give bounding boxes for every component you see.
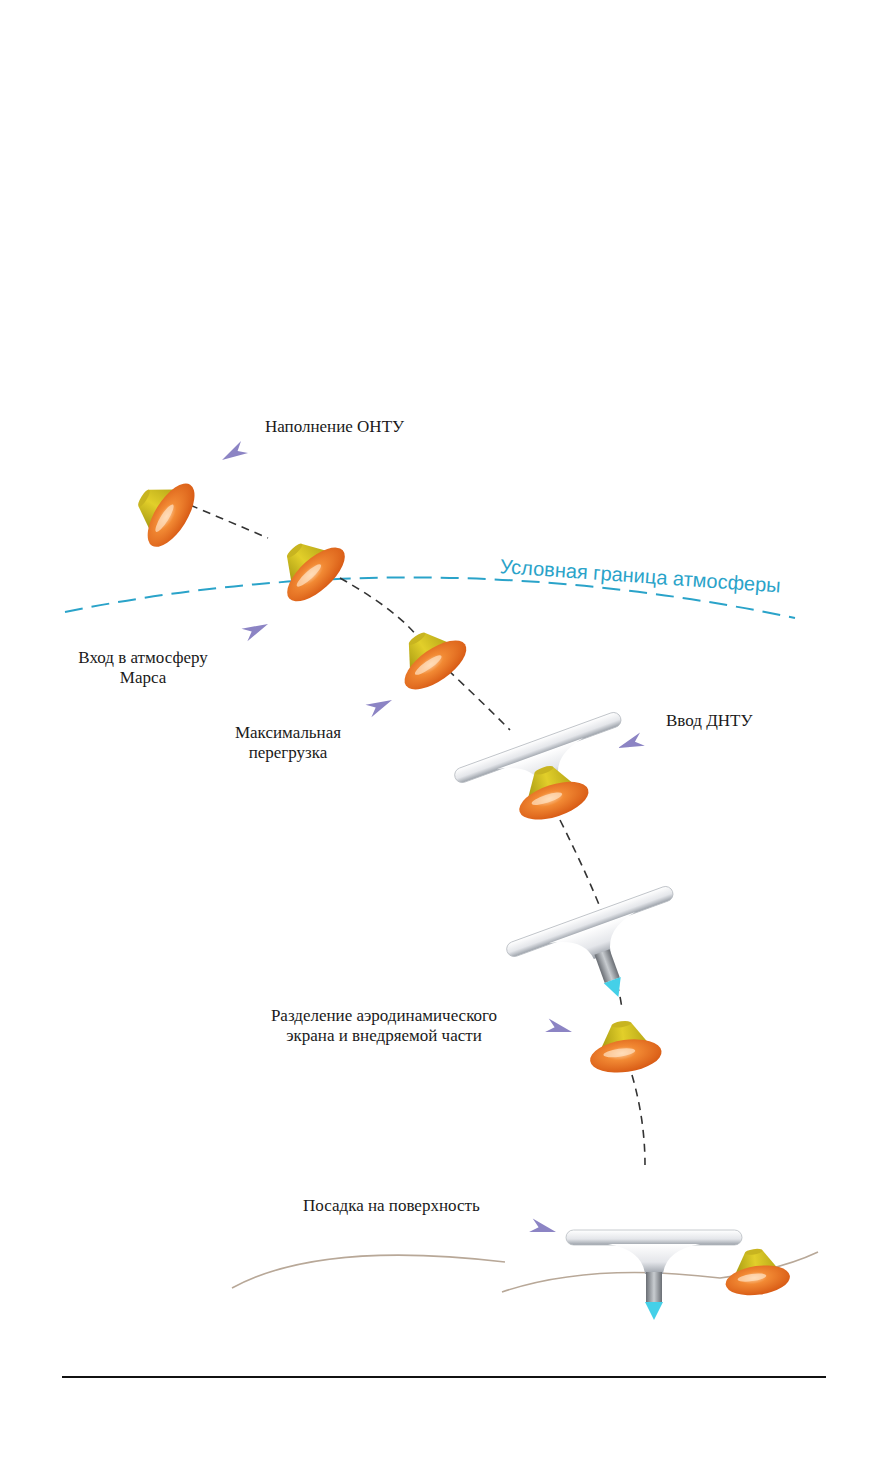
trajectory bbox=[190, 505, 645, 1165]
ground-line bbox=[232, 1255, 505, 1288]
page-rule bbox=[62, 1376, 826, 1378]
callout-label: Вход в атмосферу Марса bbox=[58, 648, 228, 688]
boundary-label: Условная граница атмосферы bbox=[499, 556, 781, 596]
callout-label: Ввод ДНТУ bbox=[666, 711, 796, 731]
callout-label: Наполнение ОНТУ bbox=[265, 417, 445, 437]
callout-label: Разделение аэродинамического экрана и вн… bbox=[262, 1006, 506, 1046]
callout-label: Посадка на поверхность bbox=[303, 1196, 533, 1216]
callout-label: Максимальная перегрузка bbox=[218, 723, 358, 763]
